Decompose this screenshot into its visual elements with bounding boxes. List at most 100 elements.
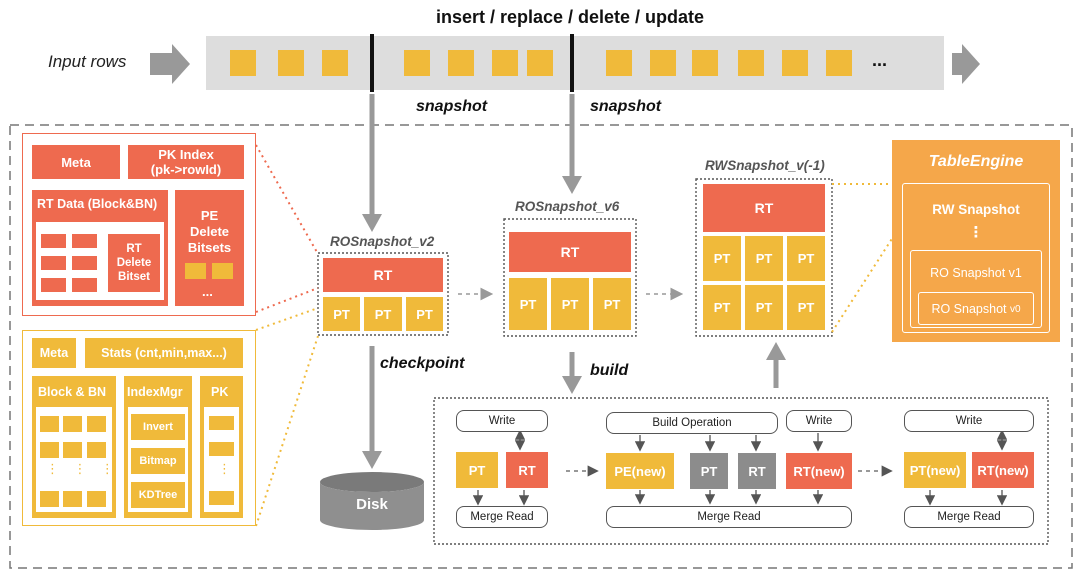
ro-v6-pt: PT (509, 278, 547, 330)
snapshot-label-2: snapshot (590, 98, 662, 115)
merge-read-box: Merge Read (904, 506, 1034, 528)
pt-block (40, 491, 59, 507)
rw-snapshot-dots: ⋮ (968, 224, 984, 241)
rt-data-label: RT Data (Block&BN) (37, 197, 158, 211)
ro-v0-frame (918, 292, 1034, 325)
rt-delete-bitset-line: Delete (116, 257, 152, 269)
pe-line: Bitsets (187, 240, 232, 255)
main-dashed-frame (9, 124, 1073, 569)
build-rt-gray: RT (738, 453, 776, 489)
pt-block (63, 491, 82, 507)
table-engine-panel (892, 140, 1060, 342)
row-square (527, 50, 553, 76)
rw-pt: PT (703, 236, 741, 281)
pt-block (63, 416, 82, 432)
row-square (738, 50, 764, 76)
checkpoint-label: checkpoint (380, 355, 465, 372)
build-operation-box: Build Operation (606, 412, 778, 434)
up-arrow-icon (766, 342, 786, 360)
rw-pt: PT (787, 236, 825, 281)
rw-rt: RT (703, 184, 825, 232)
pe-bitset-block (185, 263, 206, 279)
checkpoint-arrow-icon (362, 451, 382, 469)
ro-v6-rt: RT (509, 232, 631, 272)
snapshot-arrow-icon (362, 214, 382, 232)
pe-delete-bitsets-box: PE Delete Bitsets (175, 190, 244, 306)
row-square (692, 50, 718, 76)
block-bn-label: Block & BN (38, 385, 107, 399)
input-rows-label: Input rows (48, 52, 127, 71)
pe-bitset-block (212, 263, 233, 279)
pt-new: PT(new) (904, 452, 966, 488)
operations-title: insert / replace / delete / update (435, 6, 705, 27)
rt-block (41, 234, 66, 248)
pt-block (87, 491, 106, 507)
pt-vdots: ⋮ ⋮ ⋮ (46, 461, 114, 476)
build-rt: RT (506, 452, 548, 488)
pk-index-sub: (pk->rowId) (150, 162, 222, 177)
row-square (448, 50, 474, 76)
rt-new-2: RT(new) (972, 452, 1034, 488)
rw-pt: PT (745, 236, 783, 281)
snapshot-arrow-icon (562, 176, 582, 194)
ro-v0-label: RO Snapshot v0 (918, 299, 1034, 319)
pk-block (209, 491, 234, 505)
index-invert: Invert (131, 414, 185, 440)
ro-v2-pt: PT (323, 297, 360, 331)
write-box: Write (456, 410, 548, 432)
row-square (826, 50, 852, 76)
row-square (606, 50, 632, 76)
build-label: build (590, 362, 629, 379)
rw-label: RWSnapshot_v(-1) (705, 158, 825, 173)
row-square (650, 50, 676, 76)
pt-block (87, 442, 106, 458)
row-square (230, 50, 256, 76)
pe-line: PE (200, 208, 219, 223)
row-square (782, 50, 808, 76)
rw-snapshot-label: RW Snapshot (932, 201, 1020, 217)
pk-vdots: ⋮ (218, 461, 231, 476)
ro-v0-sub: v0 (1009, 303, 1021, 315)
write-box: Write (786, 410, 852, 432)
ro-v6-label: ROSnapshot_v6 (515, 199, 620, 214)
rt-delete-bitset-line: Bitset (118, 271, 150, 283)
rw-pt: PT (703, 285, 741, 330)
output-arrow-icon (952, 44, 980, 84)
build-pt: PT (456, 452, 498, 488)
table-engine-title: TableEngine (928, 153, 1024, 170)
ro-v2-pt: PT (364, 297, 402, 331)
rt-block (41, 256, 66, 270)
disk-top (320, 472, 424, 492)
row-square (404, 50, 430, 76)
rt-block (72, 256, 97, 270)
pk-label: PK (211, 385, 229, 399)
pk-index-box: PK Index (pk->rowId) (128, 145, 244, 179)
ro-v6-pt: PT (551, 278, 589, 330)
rt-meta-box: Meta (32, 145, 120, 179)
ro-v2-label: ROSnapshot_v2 (330, 234, 435, 249)
rt-delete-bitset-line: RT (126, 243, 142, 255)
pt-block (87, 416, 106, 432)
pt-block (40, 416, 59, 432)
pt-meta-box: Meta (32, 338, 76, 368)
rows-ellipsis: ... (872, 50, 888, 70)
pk-block (209, 442, 234, 456)
merge-read-box: Merge Read (456, 506, 548, 528)
ro-v0-text: RO Snapshot (931, 302, 1007, 316)
rt-delete-bitset-box: RT Delete Bitset (108, 234, 160, 292)
rt-block (41, 278, 66, 292)
write-box: Write (904, 410, 1034, 432)
disk-body (320, 482, 424, 530)
rt-block (72, 234, 97, 248)
ro-v6-pt: PT (593, 278, 631, 330)
ro-v1-frame (910, 250, 1042, 328)
rw-pt: PT (787, 285, 825, 330)
build-pt-gray: PT (690, 453, 728, 489)
ro-v2-rt: RT (323, 258, 443, 292)
build-arrow-icon (562, 376, 582, 394)
pt-block (63, 442, 82, 458)
row-square (278, 50, 304, 76)
pe-new: PE(new) (606, 453, 674, 489)
pk-block (209, 416, 234, 430)
row-square (322, 50, 348, 76)
